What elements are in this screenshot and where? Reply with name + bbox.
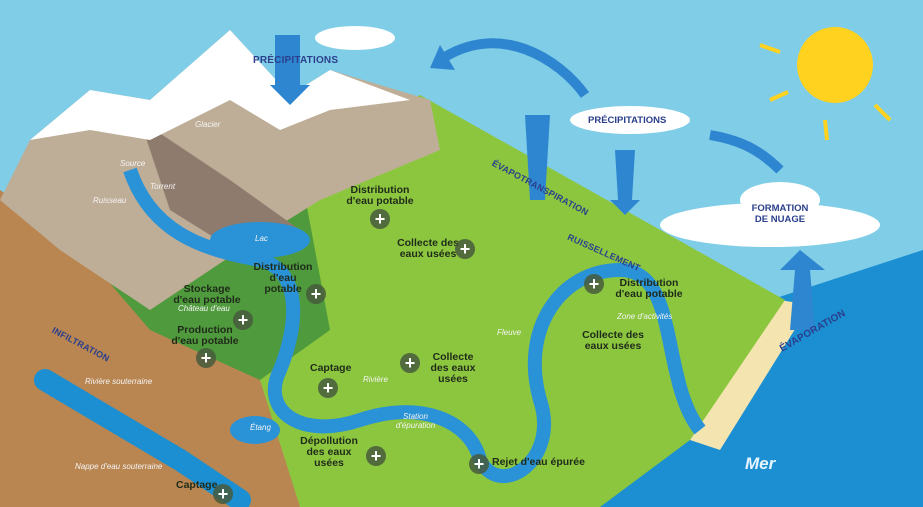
- mer-label: Mer: [745, 454, 776, 473]
- hotspot-label: Collecte des eaux usées: [582, 329, 644, 352]
- hotspot-label: Distribution d'eau potable: [253, 261, 313, 295]
- plus-button[interactable]: +: [196, 348, 216, 368]
- hotspot-label: Production d'eau potable: [171, 324, 239, 347]
- hotspot-label: Collecte des eaux usées: [430, 351, 476, 385]
- plus-button[interactable]: +: [318, 378, 338, 398]
- source-label: Source: [120, 159, 146, 168]
- precipitations-label: PRÉCIPITATIONS: [253, 55, 339, 66]
- plus-button[interactable]: +: [455, 239, 475, 259]
- plus-button[interactable]: +: [213, 484, 233, 504]
- cloud-icon: [315, 26, 880, 247]
- etang-label: Étang: [250, 423, 271, 432]
- pond: [230, 416, 280, 444]
- plus-button[interactable]: +: [366, 446, 386, 466]
- plus-button[interactable]: +: [584, 274, 604, 294]
- precipitations-cloud-label: PRÉCIPITATIONS: [588, 115, 667, 126]
- riviere-label: Rivière: [363, 375, 388, 384]
- lac-label: Lac: [255, 234, 268, 243]
- hotspot-label: Distribution d'eau potable: [346, 184, 414, 207]
- fleuve-label: Fleuve: [497, 328, 522, 337]
- plus-button[interactable]: +: [469, 454, 489, 474]
- river: [123, 167, 706, 484]
- snow-caps: [30, 30, 410, 140]
- hotspot-label: Rejet d'eau épurée: [492, 456, 585, 468]
- hotspot-label: Stockage d'eau potable: [173, 283, 241, 306]
- plus-button[interactable]: +: [306, 284, 326, 304]
- formation-nuage-label: FORMATION DE NUAGE: [751, 203, 809, 225]
- beach: [690, 300, 810, 450]
- plus-button[interactable]: +: [400, 353, 420, 373]
- hotspot-label: Dépollution des eaux usées: [300, 435, 358, 469]
- lake: [210, 222, 310, 258]
- glacier-label: Glacier: [195, 120, 221, 129]
- ruisseau-label: Ruisseau: [93, 196, 127, 205]
- chateau-eau-label: Château d'eau: [178, 304, 230, 313]
- hotspot-label: Distribution d'eau potable: [615, 277, 683, 300]
- nappe-label: Nappe d'eau souterraine: [75, 462, 163, 471]
- cycle-arrows: [270, 35, 825, 330]
- hotspot-label: Captage: [310, 362, 352, 374]
- zone-activites-label: Zone d'activités: [617, 312, 673, 321]
- plus-button[interactable]: +: [233, 310, 253, 330]
- station-label: Station d'épuration: [395, 412, 436, 430]
- hotspot-label: Collecte des eaux usées: [397, 237, 459, 260]
- riviere-souterraine-label: Rivière souterraine: [85, 377, 153, 386]
- plus-button[interactable]: +: [370, 209, 390, 229]
- hotspot-label: Captage: [176, 479, 218, 491]
- torrent-label: Torrent: [150, 182, 176, 191]
- sun-icon: [759, 27, 892, 141]
